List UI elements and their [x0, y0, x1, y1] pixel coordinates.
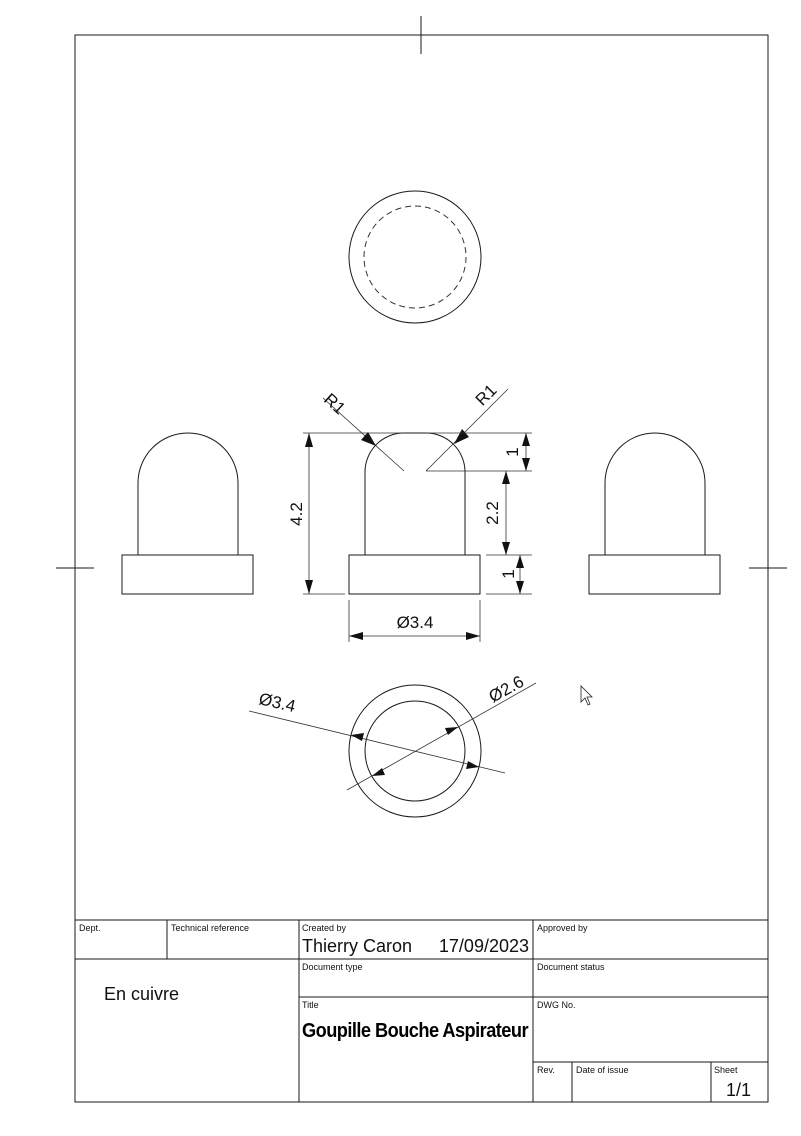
outer-diameter-text: Ø3.4 — [257, 689, 297, 716]
mid-height-text: 2.2 — [483, 501, 502, 525]
mid-height-arrow-down — [502, 542, 510, 555]
height-total-text: 4.2 — [287, 502, 306, 526]
drawing-border — [74, 34, 769, 1103]
top-view — [348, 190, 482, 324]
top-height-arrow-up — [522, 433, 530, 446]
left-view-pin-outline — [137, 432, 239, 555]
top-view-hidden-circle — [363, 205, 467, 309]
right-view-pin-outline — [604, 432, 706, 555]
radius-left-leader — [322, 397, 405, 472]
right-view-base — [588, 554, 721, 595]
mouse-cursor-icon — [580, 685, 593, 706]
radius-left-text: R1 — [320, 390, 349, 419]
outer-diameter-arrow-b — [466, 761, 479, 769]
sheet-label: Sheet — [714, 1065, 738, 1075]
left-view-base — [121, 554, 254, 595]
inner-diameter-text: Ø2.6 — [486, 672, 527, 706]
bottom-view-outer-circle — [348, 684, 482, 818]
front-view-pin-outline — [364, 432, 466, 555]
mid-height-arrow-up — [502, 471, 510, 484]
radius-right-text: R1 — [472, 381, 501, 410]
base-height-arrow-up — [516, 555, 524, 568]
approved-by-label: Approved by — [537, 923, 588, 933]
inner-diameter-arrow-b — [445, 727, 458, 735]
rev-label: Rev. — [537, 1065, 555, 1075]
inner-diameter-arrow-a — [372, 768, 385, 776]
front-view-base — [348, 554, 481, 595]
front-view — [303, 388, 532, 642]
radius-left-arrow — [361, 432, 376, 446]
drawing-title: Goupille Bouche Aspirateur — [302, 1020, 529, 1042]
left-side-view — [121, 432, 254, 595]
document-type-label: Document type — [302, 962, 363, 972]
outer-diameter-arrow-a — [351, 733, 364, 741]
base-height-arrow-down — [516, 581, 524, 594]
bottom-view — [248, 682, 537, 818]
right-side-view — [588, 432, 721, 595]
width-arrow-left — [349, 632, 363, 640]
bottom-view-inner-circle — [364, 700, 466, 802]
created-by-value: Thierry Caron — [302, 936, 412, 956]
height-arrow-bottom — [305, 580, 313, 594]
base-height-text: 1 — [499, 569, 518, 578]
radius-right-leader — [425, 388, 509, 472]
width-arrow-right — [466, 632, 480, 640]
top-view-outer-circle — [348, 190, 482, 324]
outer-diameter-leader — [248, 710, 506, 774]
base-diameter-text: Ø3.4 — [397, 613, 434, 632]
dept-label: Dept. — [79, 923, 101, 933]
title-block — [75, 919, 768, 1102]
material-note: En cuivre — [104, 984, 179, 1004]
top-height-text: 1 — [503, 447, 522, 456]
title-label: Title — [302, 1000, 319, 1010]
dwg-no-label: DWG No. — [537, 1000, 576, 1010]
top-height-arrow-down — [522, 458, 530, 471]
radius-right-arrow — [454, 429, 469, 444]
height-arrow-top — [305, 433, 313, 447]
created-date-value: 17/09/2023 — [439, 936, 529, 956]
document-status-label: Document status — [537, 962, 605, 972]
date-of-issue-label: Date of issue — [576, 1065, 629, 1075]
created-by-label: Created by — [302, 923, 347, 933]
sheet-number: 1/1 — [726, 1080, 751, 1100]
technical-reference-label: Technical reference — [171, 923, 249, 933]
